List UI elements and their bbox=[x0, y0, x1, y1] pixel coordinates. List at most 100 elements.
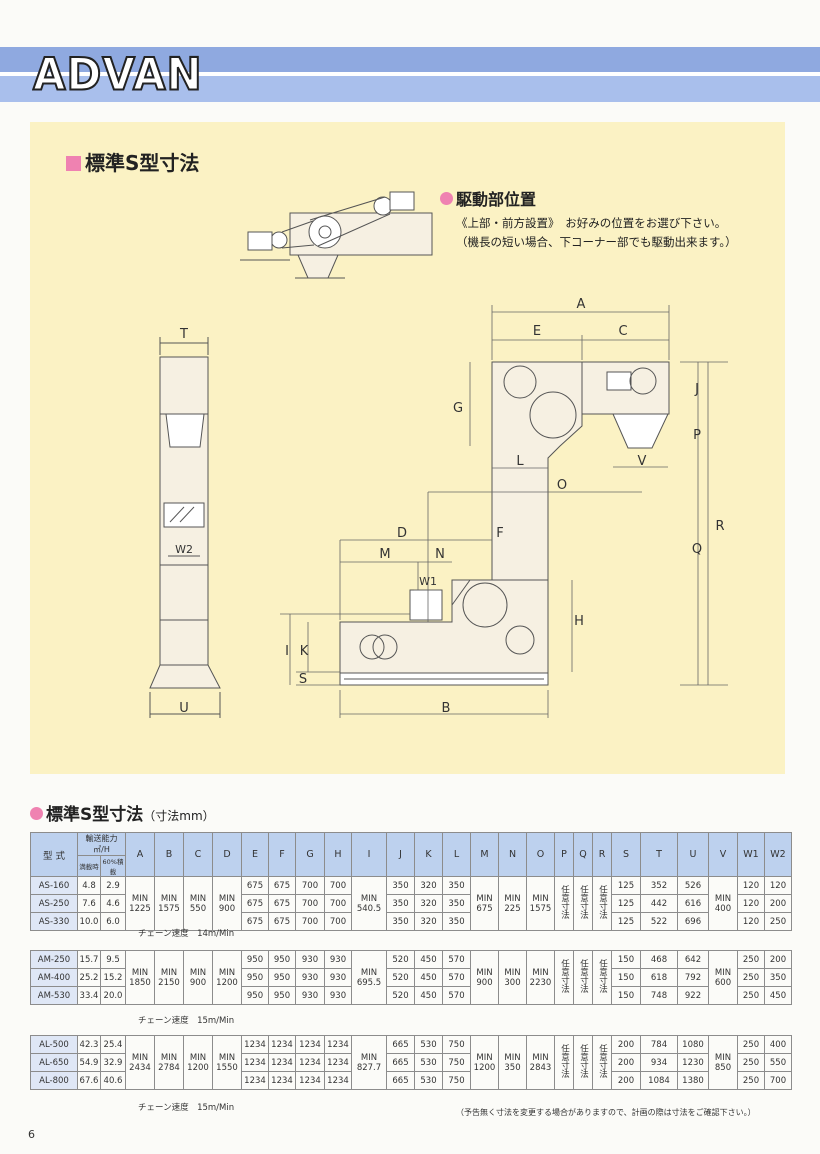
model-cell: AM-250 bbox=[30, 950, 78, 969]
cell-W2: 120 bbox=[764, 876, 792, 895]
cell-U: 1230 bbox=[677, 1053, 709, 1072]
value-C: 1200 bbox=[187, 1062, 209, 1073]
cell-T: 522 bbox=[640, 912, 678, 931]
dim-M: M bbox=[379, 547, 390, 562]
dim-T: T bbox=[179, 327, 188, 342]
cell-W2: 200 bbox=[764, 950, 792, 969]
min-label: MIN bbox=[360, 893, 378, 904]
cell-E: 1234 bbox=[241, 1035, 269, 1054]
cell-W2: 700 bbox=[764, 1071, 792, 1090]
cell-W1: 250 bbox=[737, 1053, 765, 1072]
header-col-M: M bbox=[470, 832, 499, 877]
cell-K: 450 bbox=[414, 968, 443, 987]
value-D: 900 bbox=[218, 903, 236, 914]
cell-L: 750 bbox=[442, 1035, 471, 1054]
dim-L: L bbox=[516, 454, 524, 469]
header-col-S: S bbox=[611, 832, 641, 877]
value-D: 1550 bbox=[216, 1062, 238, 1073]
header-col-O: O bbox=[526, 832, 555, 877]
cell-K: 320 bbox=[414, 894, 443, 913]
dim-R: R bbox=[715, 519, 724, 534]
value-O: 2843 bbox=[529, 1062, 552, 1073]
chain-speed: チェーン速度 15m/Min bbox=[138, 1103, 235, 1113]
min-label: MIN bbox=[360, 967, 378, 978]
value-O: 2230 bbox=[529, 977, 552, 988]
header-col-W2: W2 bbox=[764, 832, 792, 877]
header-col-F: F bbox=[268, 832, 296, 877]
cell-U: 696 bbox=[677, 912, 709, 931]
cell-W2: 450 bbox=[764, 986, 792, 1005]
cell-T: 618 bbox=[640, 968, 678, 987]
cell-F: 1234 bbox=[268, 1035, 296, 1054]
chain-speed: チェーン速度 15m/Min bbox=[138, 1016, 235, 1026]
model-cell: AM-530 bbox=[30, 986, 78, 1005]
cell-K: 320 bbox=[414, 876, 443, 895]
cell-R: 任意寸法 bbox=[592, 876, 612, 931]
model-cell: AL-500 bbox=[30, 1035, 78, 1054]
arbitrary-label: 任意寸法 bbox=[559, 1044, 570, 1078]
cap-full-cell: 33.4 bbox=[77, 986, 101, 1005]
min-label: MIN bbox=[504, 967, 521, 978]
cell-W2: 350 bbox=[764, 968, 792, 987]
cell-J: 520 bbox=[386, 950, 415, 969]
cell-W1: 250 bbox=[737, 950, 765, 969]
header-band-gap bbox=[0, 72, 820, 76]
cell-P: 任意寸法 bbox=[554, 876, 574, 931]
side-view bbox=[149, 337, 221, 718]
min-label: MIN bbox=[532, 967, 549, 978]
cell-U: 616 bbox=[677, 894, 709, 913]
cell-T: 468 bbox=[640, 950, 678, 969]
header-col-T: T bbox=[640, 832, 678, 877]
cap-60-cell: 4.6 bbox=[100, 894, 126, 913]
cell-S: 150 bbox=[611, 968, 641, 987]
front-view bbox=[339, 361, 670, 686]
dim-Q: Q bbox=[692, 542, 702, 557]
cell-W1: 120 bbox=[737, 912, 765, 931]
dim-P: P bbox=[693, 428, 701, 443]
dim-N: N bbox=[435, 547, 445, 562]
dimension-lines bbox=[280, 305, 728, 718]
header-col-Q: Q bbox=[573, 832, 593, 877]
header-model: 型 式 bbox=[30, 832, 78, 877]
cell-J: 665 bbox=[386, 1035, 415, 1054]
cell-W1: 250 bbox=[737, 1071, 765, 1090]
cell-H: 1234 bbox=[324, 1071, 352, 1090]
cell-L: 350 bbox=[442, 912, 471, 931]
header-capacity: 輸送能力㎥/H bbox=[77, 832, 126, 856]
cell-S: 125 bbox=[611, 894, 641, 913]
dimension-labels: A E C G J P V L O D F M N W1 H Q R I K S… bbox=[175, 297, 724, 716]
cell-W1: 120 bbox=[737, 876, 765, 895]
cell-G: 700 bbox=[295, 894, 325, 913]
value-B: 2150 bbox=[158, 977, 180, 988]
cell-G: 1234 bbox=[295, 1053, 325, 1072]
cell-W2: 250 bbox=[764, 912, 792, 931]
cell-H: 1234 bbox=[324, 1035, 352, 1054]
header-col-H: H bbox=[324, 832, 352, 877]
min-label: MIN bbox=[532, 1052, 549, 1063]
value-M: 1200 bbox=[473, 1062, 496, 1073]
dim-A: A bbox=[577, 297, 586, 312]
header-band-top bbox=[0, 47, 820, 72]
dim-H: H bbox=[574, 614, 584, 629]
cell-S: 150 bbox=[611, 950, 641, 969]
cell-F: 950 bbox=[268, 950, 296, 969]
min-label: MIN bbox=[714, 1052, 732, 1063]
dim-W2: W2 bbox=[175, 543, 193, 556]
cell-E: 950 bbox=[241, 968, 269, 987]
arbitrary-label: 任意寸法 bbox=[559, 885, 570, 919]
cell-S: 125 bbox=[611, 876, 641, 895]
dim-W1: W1 bbox=[419, 575, 437, 588]
drive-sketch bbox=[240, 191, 433, 279]
dim-U: U bbox=[179, 701, 189, 716]
